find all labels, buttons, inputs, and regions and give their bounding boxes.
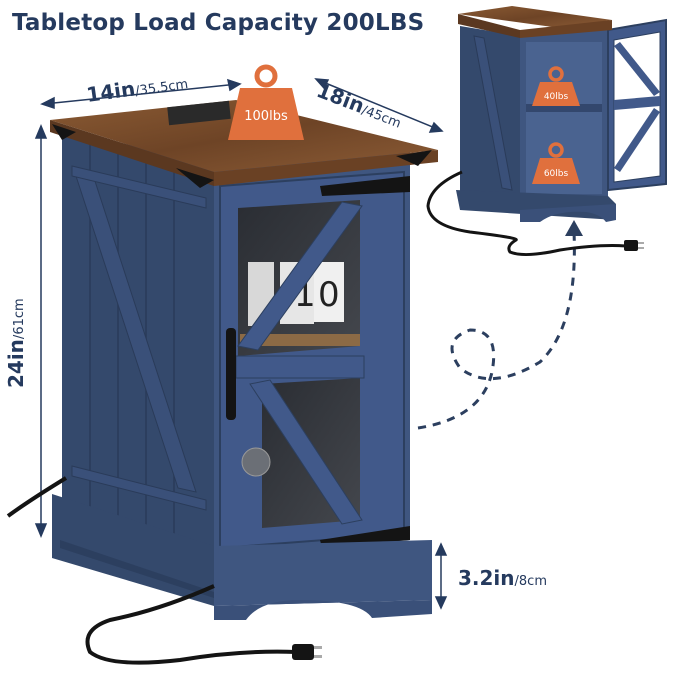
end-table-main: 1 0 (50, 100, 438, 620)
inset-plug (624, 240, 644, 251)
arrow-head (565, 220, 583, 236)
base-front (214, 540, 432, 606)
end-table-inset (456, 6, 667, 222)
hinge-top (320, 176, 410, 196)
base-side (52, 494, 214, 606)
base-height-label: 3.2in/8cm (458, 566, 547, 590)
dimension-lines (34, 78, 448, 610)
weight-top-label: 100lbs (244, 109, 288, 124)
inset-power-cord (426, 170, 627, 257)
charging-station (167, 100, 231, 126)
door-brace-lower (249, 379, 363, 525)
weight-lower-label: 60lbs (544, 169, 569, 179)
headline: Tabletop Load Capacity 200LBS (12, 10, 425, 36)
svg-text:0: 0 (318, 275, 340, 315)
weight-shelf-upper: 40lbs (532, 66, 580, 106)
main-power-cord (6, 476, 297, 665)
weight-upper-label: 40lbs (544, 92, 569, 102)
door-handle (226, 328, 236, 420)
base-inches: 3.2in (458, 566, 515, 590)
dashed-arrow (417, 231, 576, 430)
shelf-edge (240, 334, 360, 346)
weight-shelf-lower: 60lbs (532, 142, 580, 184)
inset-tabletop (458, 6, 612, 28)
base-cm: /8cm (514, 574, 547, 589)
main-plug (292, 644, 322, 660)
inset-shelf (526, 104, 602, 112)
door-brace-upper (237, 201, 363, 351)
weight-top: 100lbs (228, 64, 304, 140)
